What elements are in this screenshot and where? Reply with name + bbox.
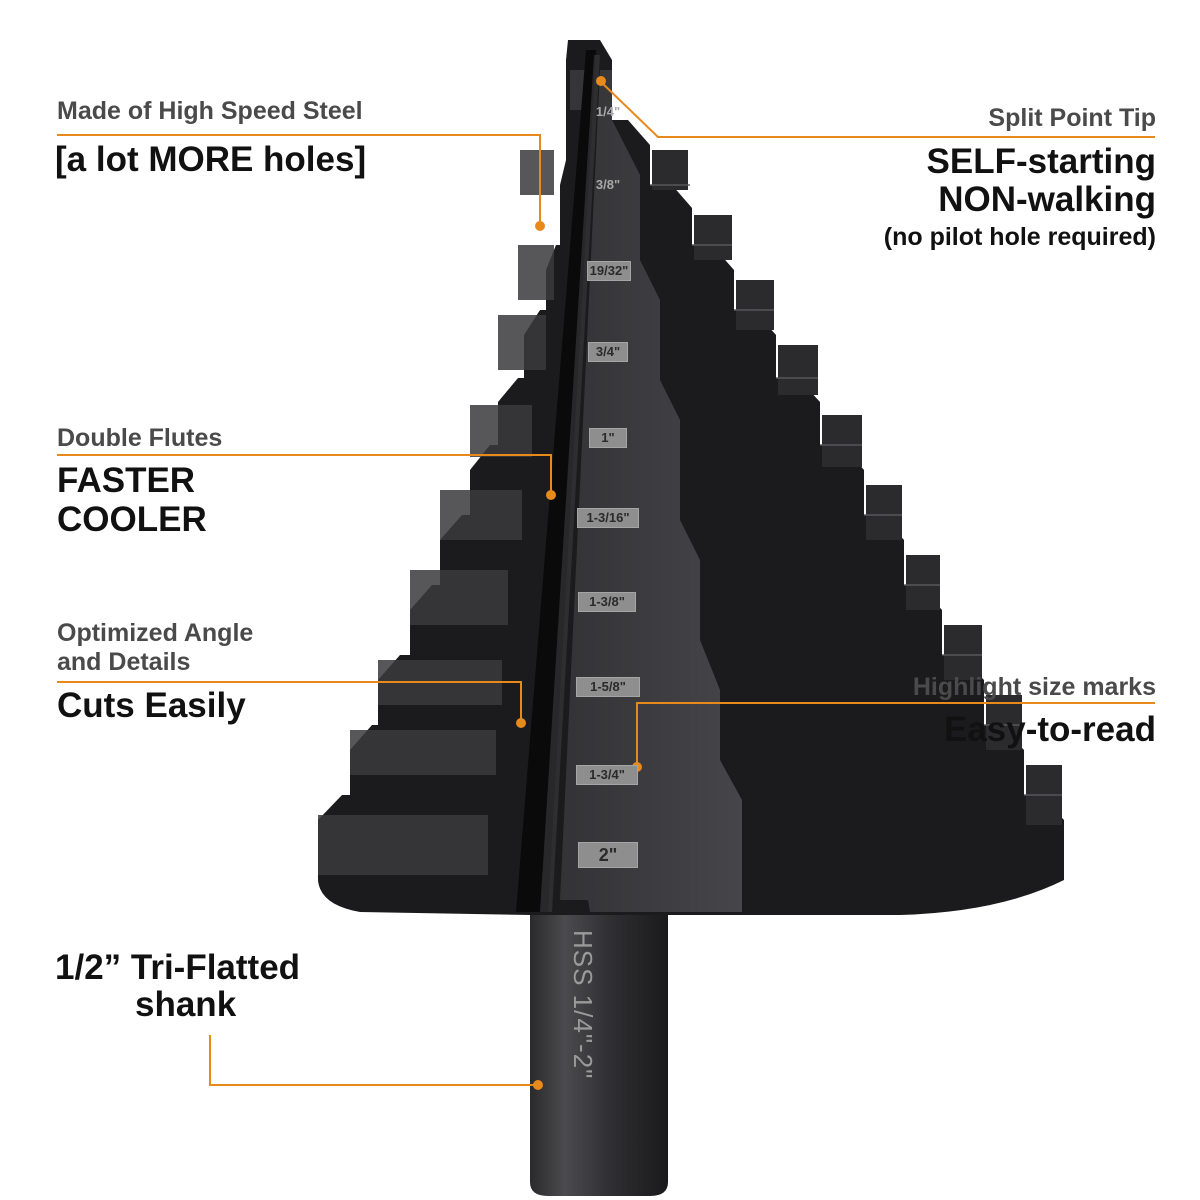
flutes-line1: FASTER [57, 461, 196, 500]
shank-engraving: HSS 1/4"-2" [568, 930, 598, 1080]
tip-subtitle: Split Point Tip [988, 104, 1156, 132]
angle-subtitle-line1: Optimized Angle [57, 619, 254, 647]
material-headline: [a lot MORE holes] [55, 140, 367, 179]
size-mark-1-3-16: 1-3/16" [577, 508, 639, 528]
material-subtitle: Made of High Speed Steel [57, 97, 363, 125]
shank-line2: shank [135, 985, 237, 1024]
size-mark-2: 2" [578, 842, 638, 868]
size-mark-19-32: 19/32" [587, 261, 631, 281]
size-mark-1-5-8: 1-5/8" [576, 677, 640, 697]
size-mark-1-4: 1/4" [595, 104, 621, 119]
angle-subtitle-line2: and Details [57, 648, 191, 676]
marks-subtitle: Highlight size marks [912, 673, 1156, 701]
tip-line1: SELF-starting [926, 142, 1156, 181]
size-mark-3-4: 3/4" [588, 342, 628, 362]
size-mark-3-8: 3/8" [595, 177, 621, 192]
size-mark-1-3-8: 1-3/8" [578, 592, 636, 612]
size-mark-1-3-4: 1-3/4" [576, 765, 638, 785]
tip-note: (no pilot hole required) [883, 223, 1156, 251]
size-mark-1: 1" [589, 428, 627, 448]
angle-headline: Cuts Easily [57, 686, 246, 725]
bit-body [318, 40, 1064, 915]
marks-headline: Easy-to-read [943, 710, 1156, 749]
flutes-subtitle: Double Flutes [57, 424, 223, 452]
flutes-line2: COOLER [57, 500, 207, 539]
tip-line2: NON-walking [938, 180, 1156, 219]
shank-line1: 1/2” Tri-Flatted [55, 948, 301, 987]
